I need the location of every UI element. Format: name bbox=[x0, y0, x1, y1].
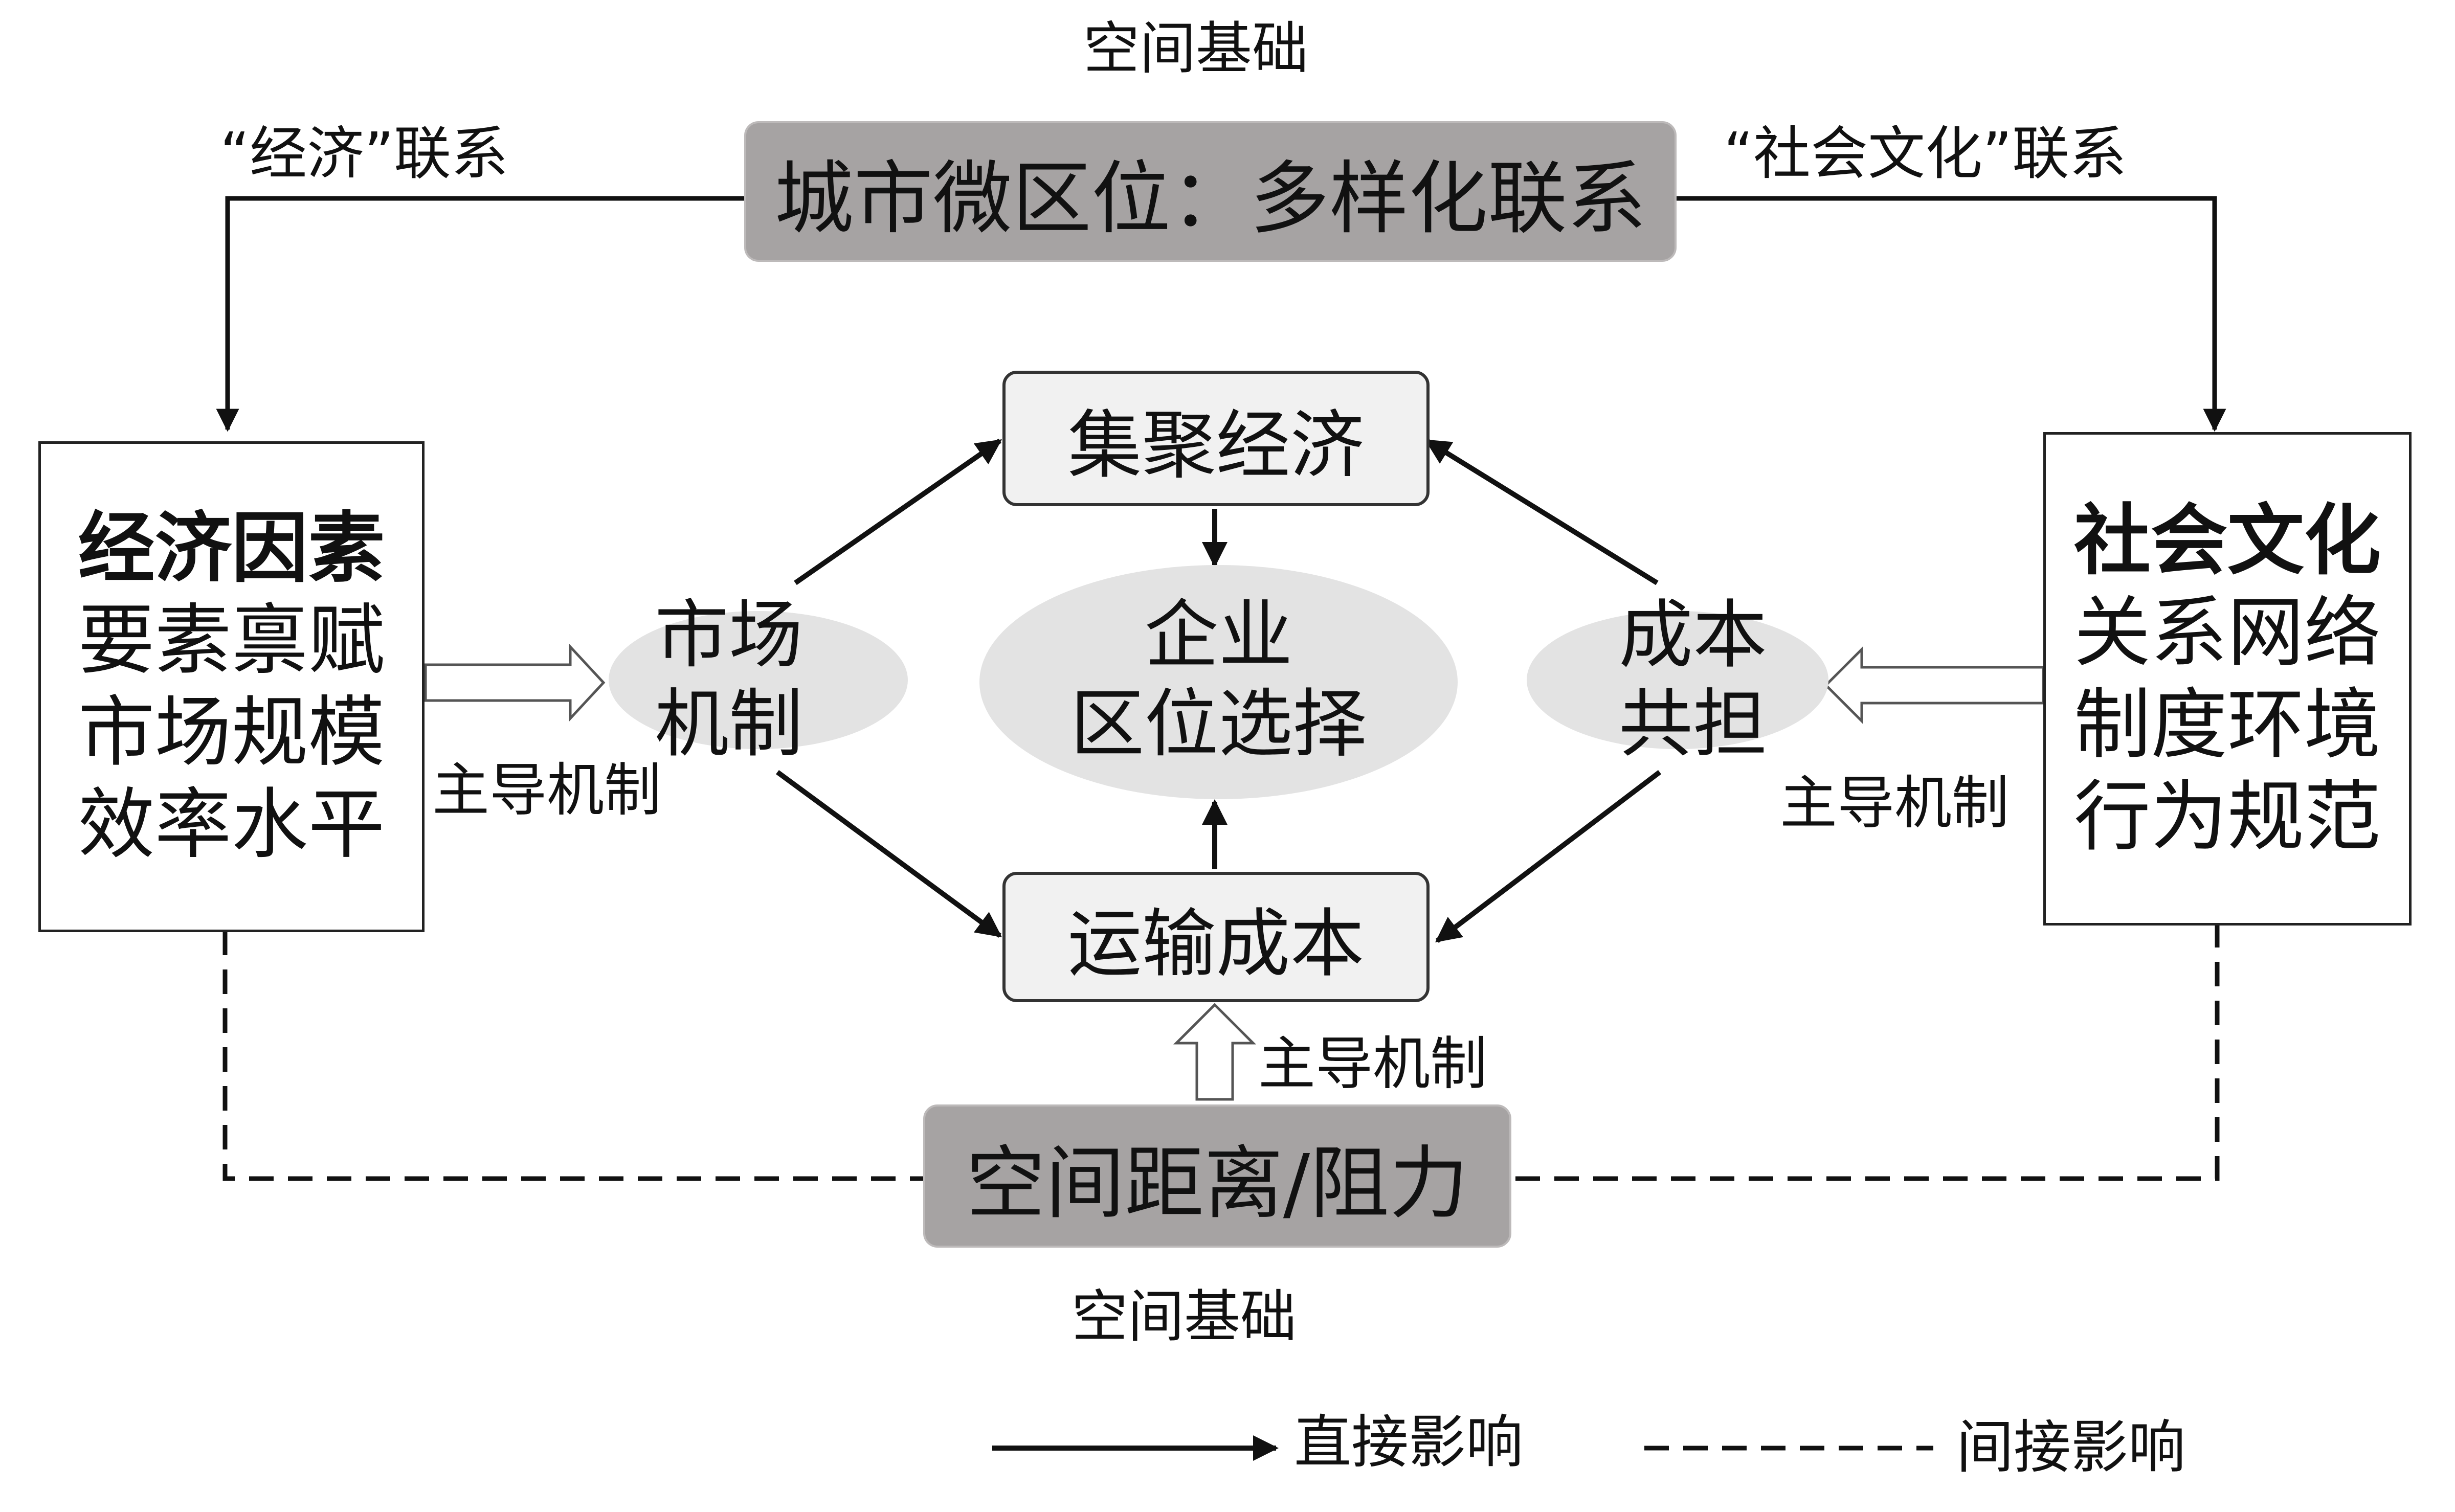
social-link-line bbox=[1677, 196, 2226, 432]
economic-link-label: “经济”联系 bbox=[220, 121, 509, 187]
economic-link-line bbox=[216, 196, 744, 432]
cost-to-transport-arrow bbox=[1435, 770, 1662, 943]
social-link-label: “社会文化”联系 bbox=[1724, 121, 2127, 187]
left-indirect-dashed-line bbox=[222, 931, 923, 1181]
transport-cost-label: 运输成本 bbox=[1067, 900, 1365, 987]
social-culture-box: 社会文化 关系网络 制度环境 行为规范 bbox=[2043, 432, 2412, 926]
top-spatial-label: 空间基础 bbox=[1083, 16, 1308, 81]
economic-factors-title: 经济因素 bbox=[78, 504, 385, 593]
transport-cost-box: 运输成本 bbox=[1002, 872, 1430, 1002]
spatial-distance-box: 空间距离/阻力 bbox=[923, 1104, 1511, 1248]
economic-factor-line-3: 效率水平 bbox=[78, 780, 385, 869]
firm-location-ellipse bbox=[979, 565, 1458, 799]
economic-factor-line-1: 要素禀赋 bbox=[78, 596, 385, 685]
micro-location-label: 城市微区位：多样化联系 bbox=[774, 152, 1646, 245]
bottom-spatial-label: 空间基础 bbox=[1072, 1284, 1297, 1349]
economic-factor-line-2: 市场规模 bbox=[78, 688, 385, 777]
market-to-transport-arrow bbox=[776, 770, 1002, 938]
legend-indirect-label: 间接影响 bbox=[1956, 1414, 2185, 1481]
firm-location-choice: 企业 区位选择 bbox=[979, 578, 1458, 782]
spatial-distance-label: 空间距离/阻力 bbox=[966, 1137, 1469, 1230]
agglomeration-economy-label: 集聚经济 bbox=[1067, 402, 1365, 489]
cost-sharing-ellipse bbox=[1527, 611, 1828, 749]
firm-location-line-1: 企业 bbox=[1144, 592, 1293, 679]
social-culture-line-2: 制度环境 bbox=[2073, 680, 2381, 770]
right-dominant-mechanism-label: 主导机制 bbox=[1780, 770, 2009, 837]
cost-sharing: 成本 共担 bbox=[1573, 588, 1813, 772]
bottom-dominant-hollow-arrow bbox=[1173, 1003, 1257, 1101]
firm-location-line-2: 区位选择 bbox=[1070, 681, 1367, 768]
right-dominant-hollow-arrow bbox=[1824, 646, 2045, 725]
cost-sharing-line-2: 共担 bbox=[1619, 681, 1767, 768]
legend-direct-label: 直接影响 bbox=[1294, 1409, 1523, 1476]
micro-location-box: 城市微区位：多样化联系 bbox=[744, 121, 1677, 262]
cost-sharing-line-1: 成本 bbox=[1619, 592, 1767, 679]
social-culture-title: 社会文化 bbox=[2073, 496, 2381, 585]
right-indirect-dashed-line bbox=[1511, 923, 2220, 1181]
agglomeration-economy-box: 集聚经济 bbox=[1002, 371, 1430, 506]
economic-factors-box: 经济因素 要素禀赋 市场规模 效率水平 bbox=[38, 441, 425, 932]
market-mechanism-line-2: 机制 bbox=[655, 681, 803, 768]
market-mechanism-line-1: 市场 bbox=[655, 592, 803, 679]
bottom-dominant-mechanism-label: 主导机制 bbox=[1258, 1031, 1487, 1097]
market-mechanism-ellipse bbox=[609, 611, 908, 749]
left-dominant-mechanism-label: 主导机制 bbox=[432, 757, 661, 824]
cost-to-agglomeration-arrow bbox=[1424, 438, 1659, 585]
market-mechanism: 市场 机制 bbox=[609, 588, 849, 772]
social-culture-line-3: 行为规范 bbox=[2073, 772, 2381, 862]
market-to-agglomeration-arrow bbox=[794, 438, 1002, 585]
left-dominant-hollow-arrow bbox=[424, 643, 606, 722]
social-culture-line-1: 关系网络 bbox=[2073, 588, 2381, 678]
